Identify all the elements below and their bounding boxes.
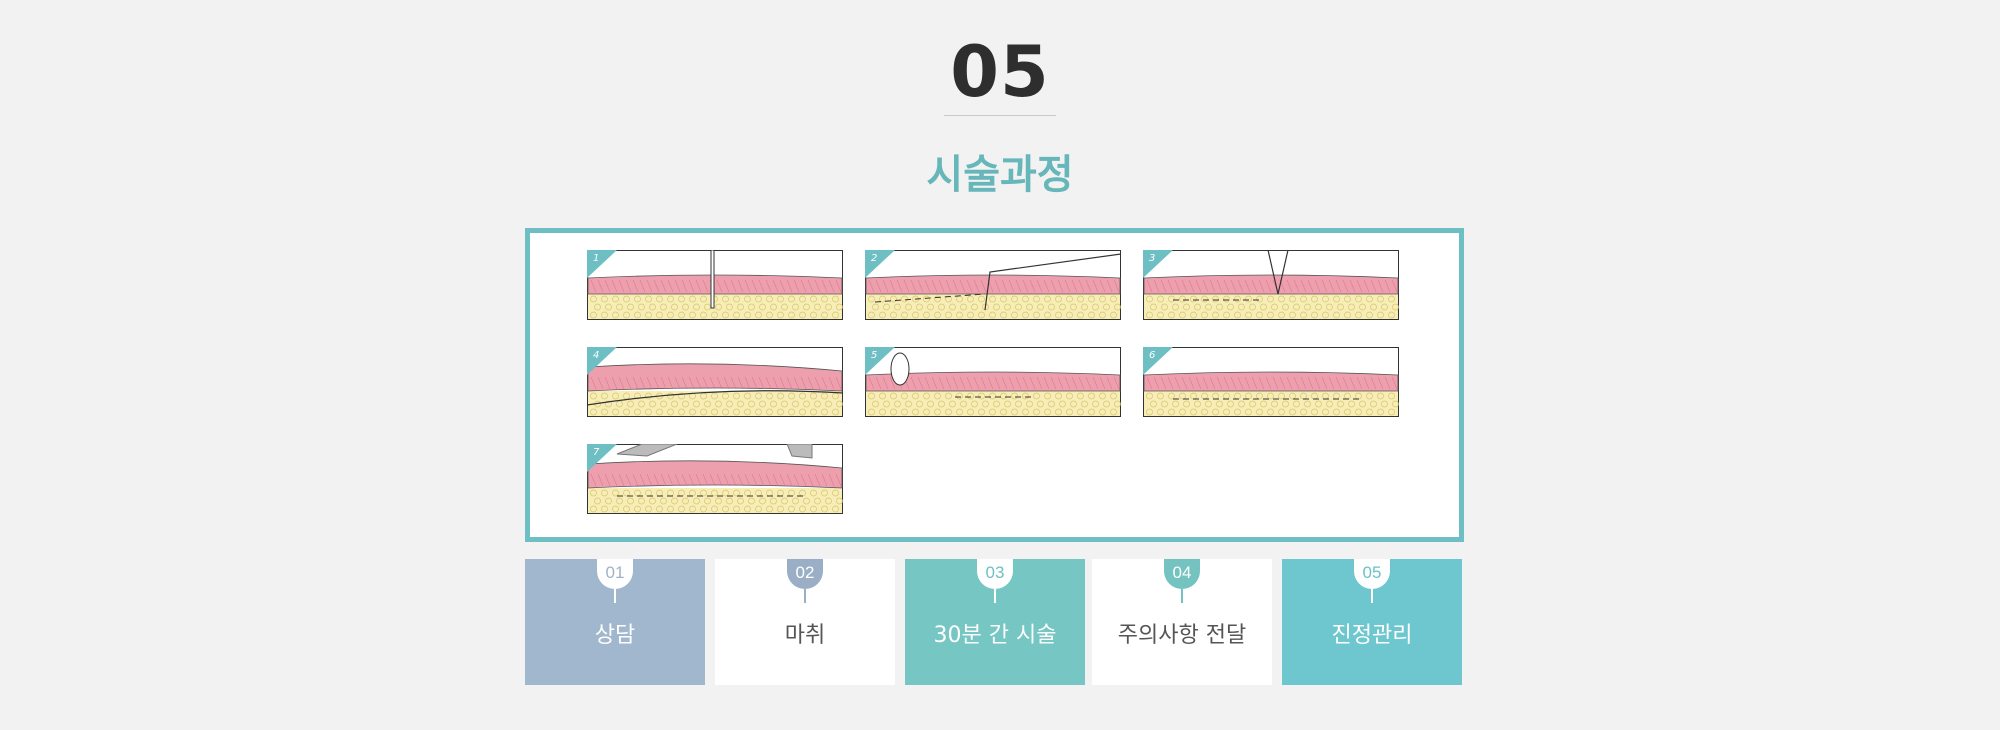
thread-insertion-illustration: 2 (865, 250, 1121, 320)
step-connector (1371, 589, 1373, 603)
step-number-badge: 02 (787, 559, 823, 589)
illustration-step-3: 3 (1143, 250, 1399, 320)
needle-insertion-illustration: 1 (587, 250, 843, 320)
section-number: 05 (950, 31, 1050, 113)
thread-placement-illustration: 3 (1143, 250, 1399, 320)
illustration-step-6: 6 (1143, 347, 1399, 417)
step-card-consultation[interactable]: 01 상담 (525, 559, 705, 685)
svg-text:1: 1 (593, 253, 599, 264)
step-number-badge: 04 (1164, 559, 1200, 589)
step-connector (614, 589, 616, 603)
svg-text:5: 5 (871, 350, 877, 361)
illustration-step-7: 7 (587, 444, 843, 514)
step-label: 마취 (784, 623, 826, 648)
step-number-badge: 01 (597, 559, 633, 589)
step-connector (1181, 589, 1183, 603)
illustration-step-1: 1 (587, 250, 843, 320)
thread-fixation-illustration: 6 (1143, 347, 1399, 417)
svg-text:4: 4 (593, 350, 599, 361)
procedure-illustration-panel: 1 2 3 4 5 6 7 (525, 228, 1464, 542)
step-connector (804, 589, 806, 603)
step-card-soothing-care[interactable]: 05 진정관리 (1282, 559, 1462, 685)
step-connector (994, 589, 996, 603)
title-divider (944, 115, 1056, 116)
skin-lift-illustration: 4 (587, 347, 843, 417)
step-card-procedure[interactable]: 03 30분 간 시술 (905, 559, 1085, 685)
svg-text:3: 3 (1149, 253, 1155, 264)
step-number-badge: 03 (977, 559, 1013, 589)
illustration-step-4: 4 (587, 347, 843, 417)
step-label: 진정관리 (1331, 623, 1413, 648)
step-card-precautions[interactable]: 04 주의사항 전달 (1092, 559, 1272, 685)
svg-text:2: 2 (871, 253, 877, 264)
step-label: 주의사항 전달 (1117, 623, 1247, 648)
svg-text:6: 6 (1149, 350, 1155, 361)
step-card-anesthesia[interactable]: 02 마취 (715, 559, 895, 685)
process-step-list: 01 상담 02 마취 03 30분 간 시술 04 주의사항 전달 05 진정… (525, 559, 1462, 685)
thread-tie-illustration: 5 (865, 347, 1121, 417)
finished-lift-illustration: 7 (587, 444, 843, 514)
svg-text:7: 7 (593, 447, 600, 458)
step-label: 상담 (594, 623, 636, 648)
illustration-step-2: 2 (865, 250, 1121, 320)
step-number-badge: 05 (1354, 559, 1390, 589)
section-title: 시술과정 (926, 152, 1074, 198)
illustration-step-5: 5 (865, 347, 1121, 417)
step-label: 30분 간 시술 (933, 623, 1057, 648)
